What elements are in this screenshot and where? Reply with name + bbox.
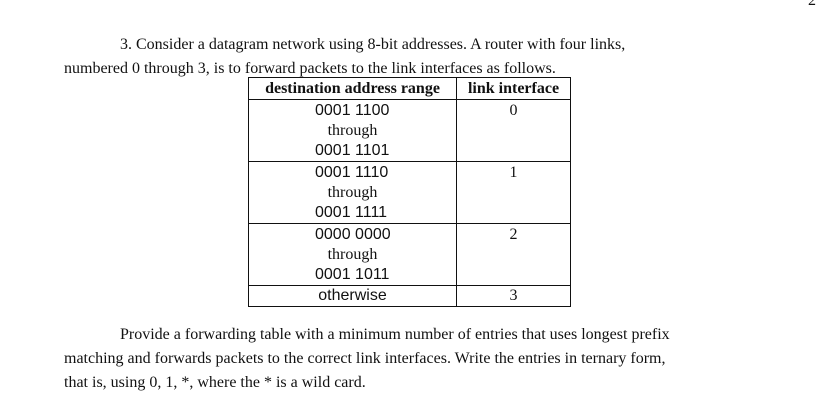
task-line-2: matching and forwards packets to the cor… bbox=[64, 350, 666, 367]
link-interface-cell: 1 bbox=[456, 161, 571, 224]
link-interface-cell: 0 bbox=[456, 99, 571, 162]
header-destination-range: destination address range bbox=[248, 77, 457, 100]
task-line-3: that is, using 0, 1, *, where the * is a… bbox=[64, 374, 366, 391]
range-through: through bbox=[327, 246, 378, 263]
question-intro: 3. Consider a datagram network using 8-b… bbox=[64, 33, 804, 81]
table-row-otherwise: otherwise 3 bbox=[248, 285, 571, 307]
task-line-1: Provide a forwarding table with a minimu… bbox=[120, 326, 670, 343]
range-through: through bbox=[327, 184, 378, 201]
otherwise-label: otherwise bbox=[318, 287, 387, 304]
range-end: 0001 1011 bbox=[315, 266, 390, 283]
range-start: 0001 1110 bbox=[315, 164, 389, 181]
table-header-row: destination address range link interface bbox=[248, 77, 571, 100]
range-cell: 0001 1110 through 0001 1111 bbox=[248, 161, 457, 224]
range-start: 0000 0000 bbox=[315, 226, 391, 243]
range-cell: 0001 1100 through 0001 1101 bbox=[248, 99, 457, 162]
link-interface-cell: 3 bbox=[456, 285, 571, 307]
page-number: 2 bbox=[808, 0, 816, 9]
range-through: through bbox=[327, 122, 378, 139]
header-link-interface: link interface bbox=[456, 77, 571, 100]
table-row: 0000 0000 through 0001 1011 2 bbox=[248, 223, 571, 286]
intro-line-1: 3. Consider a datagram network using 8-b… bbox=[120, 36, 626, 53]
range-cell-otherwise: otherwise bbox=[248, 285, 457, 307]
intro-line-2: numbered 0 through 3, is to forward pack… bbox=[64, 60, 556, 77]
range-cell: 0000 0000 through 0001 1011 bbox=[248, 223, 457, 286]
link-interface-cell: 2 bbox=[456, 223, 571, 286]
task-instructions: Provide a forwarding table with a minimu… bbox=[64, 323, 804, 395]
table-row: 0001 1100 through 0001 1101 0 bbox=[248, 99, 571, 162]
range-start: 0001 1100 bbox=[315, 102, 390, 119]
range-end: 0001 1101 bbox=[315, 142, 390, 159]
table-row: 0001 1110 through 0001 1111 1 bbox=[248, 161, 571, 224]
range-end: 0001 1111 bbox=[315, 204, 388, 221]
address-range-table: destination address range link interface… bbox=[248, 77, 571, 307]
